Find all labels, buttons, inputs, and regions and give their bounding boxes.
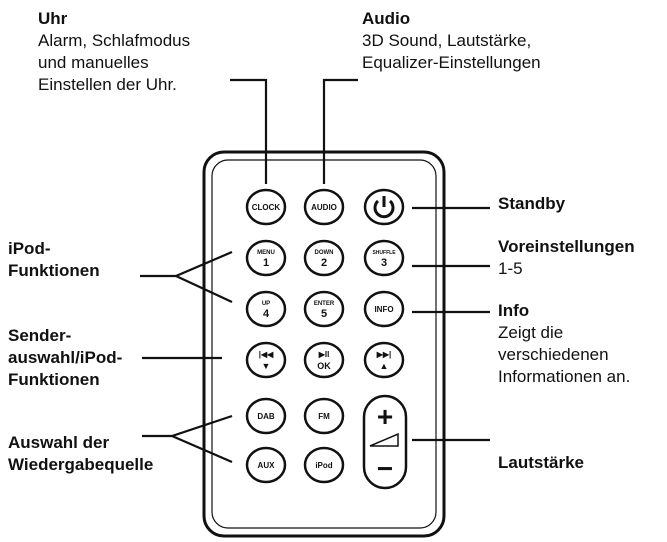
volume-ramp-icon — [369, 432, 399, 447]
dab-button[interactable]: DAB — [245, 397, 287, 435]
down-2-button[interactable]: DOWN 2 — [303, 239, 345, 277]
label-sender-line-3: Funktionen — [8, 370, 100, 389]
volume-down-icon[interactable]: − — [377, 453, 393, 484]
leader-quelle-2 — [171, 434, 233, 464]
shuffle-button-number: 3 — [381, 257, 387, 269]
enter-5-button[interactable]: ENTER 5 — [303, 290, 345, 328]
next-up-button[interactable]: ▶▶| ▲ — [363, 341, 405, 379]
up-button-number: 4 — [263, 308, 270, 320]
label-uhr-title: Uhr — [38, 9, 68, 28]
label-senderauswahl: Sender- auswahl/iPod- Funktionen — [8, 325, 122, 391]
next-icon: ▶▶| — [376, 350, 392, 359]
dab-button-label: DAB — [257, 412, 275, 421]
up-button-label: UP — [262, 301, 270, 307]
label-audio-title: Audio — [362, 9, 411, 28]
shuffle-button-label: SHUFFLE — [372, 250, 396, 256]
aux-button[interactable]: AUX — [245, 446, 287, 484]
label-info-line-3: Informationen an. — [498, 367, 631, 386]
fm-button-label: FM — [318, 412, 330, 421]
ok-label: OK — [317, 361, 331, 371]
label-info-line-2: verschiedenen — [498, 345, 609, 364]
label-audio: Audio 3D Sound, Lautstärke, Equalizer-Ei… — [362, 8, 541, 74]
leader-ipod-2 — [175, 275, 233, 303]
standby-button[interactable] — [363, 188, 405, 226]
label-uhr-line-3: Einstellen der Uhr. — [38, 75, 177, 94]
ipod-button-label: iPod — [315, 461, 332, 470]
enter-button-label: ENTER — [314, 301, 335, 307]
down-button-number: 2 — [321, 257, 327, 269]
label-sender-line-1: Sender- — [8, 326, 72, 345]
leader-lines — [140, 78, 490, 464]
label-audio-line-2: Equalizer-Einstellungen — [362, 53, 541, 72]
label-sender-line-2: auswahl/iPod- — [8, 348, 123, 367]
volume-rocker[interactable]: + − — [362, 394, 408, 490]
play-pause-ok-button[interactable]: ▶II OK — [303, 341, 345, 379]
volume-up-icon[interactable]: + — [377, 401, 393, 432]
menu-button-label: MENU — [257, 250, 275, 256]
label-uhr: Uhr Alarm, Schlafmodus und manuelles Ein… — [38, 8, 190, 96]
audio-button-label: AUDIO — [311, 203, 337, 212]
aux-button-label: AUX — [258, 461, 276, 470]
menu-button-number: 1 — [263, 257, 269, 269]
label-voreinstellungen-line-1: 1-5 — [498, 259, 523, 278]
audio-button[interactable]: AUDIO — [303, 188, 345, 226]
down-arrow-icon: ▼ — [262, 361, 271, 371]
label-ipod-line-2: Funktionen — [8, 261, 100, 280]
label-wiedergabequelle: Auswahl der Wiedergabequelle — [8, 432, 153, 476]
prev-down-button[interactable]: |◀◀ ▼ — [245, 341, 287, 379]
volume-rocker-body — [362, 394, 408, 490]
label-lautstaerke: Lautstärke — [498, 452, 584, 474]
label-audio-line-1: 3D Sound, Lautstärke, — [362, 31, 532, 50]
enter-button-number: 5 — [321, 308, 327, 320]
menu-1-button[interactable]: MENU 1 — [245, 239, 287, 277]
fm-button[interactable]: FM — [303, 397, 345, 435]
label-info-line-1: Zeigt die — [498, 323, 564, 342]
label-standby: Standby — [498, 193, 565, 215]
prev-icon: |◀◀ — [259, 350, 274, 359]
up-4-button[interactable]: UP 4 — [245, 290, 287, 328]
label-quelle-line-2: Wiedergabequelle — [8, 455, 154, 474]
clock-button[interactable]: CLOCK — [245, 188, 287, 226]
label-uhr-line-1: Alarm, Schlafmodus — [38, 31, 191, 50]
label-voreinstellungen-title: Voreinstellungen — [498, 237, 635, 256]
shuffle-3-button[interactable]: SHUFFLE 3 — [363, 239, 405, 277]
label-standby-title: Standby — [498, 194, 566, 213]
label-uhr-line-2: und manuelles — [38, 53, 149, 72]
leader-audio — [322, 78, 358, 184]
up-arrow-icon: ▲ — [380, 361, 389, 371]
label-info: Info Zeigt die verschiedenen Information… — [498, 300, 630, 388]
play-pause-icon: ▶II — [318, 350, 330, 359]
clock-button-label: CLOCK — [252, 203, 281, 212]
info-button-label: INFO — [374, 305, 393, 314]
down-button-label: DOWN — [315, 250, 334, 256]
label-info-title: Info — [498, 301, 530, 320]
label-voreinstellungen: Voreinstellungen 1-5 — [498, 236, 635, 280]
ipod-button[interactable]: iPod — [303, 446, 345, 484]
label-lautstaerke-title: Lautstärke — [498, 453, 584, 472]
info-button[interactable]: INFO — [363, 290, 405, 328]
leader-uhr — [230, 78, 268, 184]
label-ipod-funktionen: iPod- Funktionen — [8, 238, 100, 282]
label-quelle-line-1: Auswahl der — [8, 433, 110, 452]
label-ipod-line-1: iPod- — [8, 239, 51, 258]
power-icon — [373, 199, 395, 219]
